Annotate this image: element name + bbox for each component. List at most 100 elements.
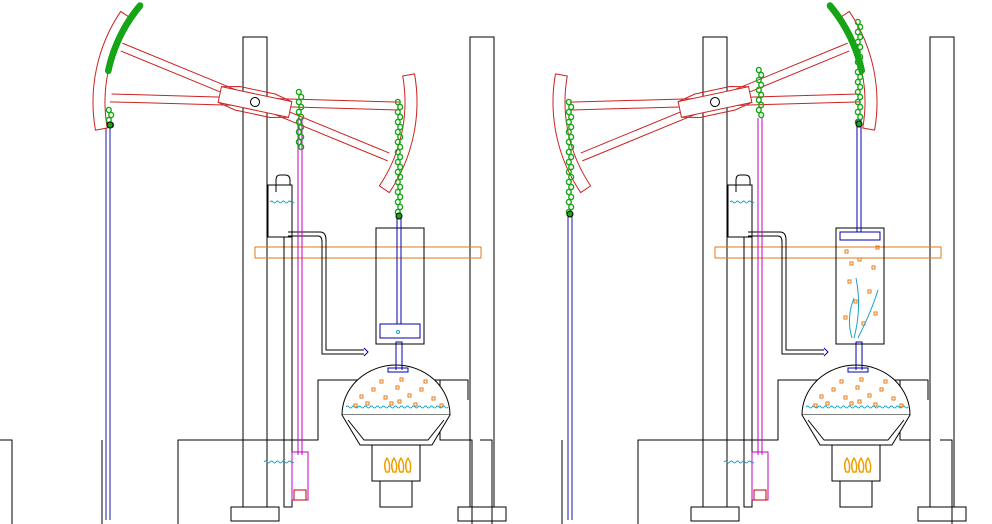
chain-link <box>857 93 864 101</box>
boiler-water <box>805 405 909 409</box>
left-arch-chain <box>105 2 144 75</box>
chain-link <box>755 106 762 114</box>
steam-particle <box>847 279 852 284</box>
chain-link <box>394 158 401 166</box>
flame <box>390 457 398 473</box>
piston-chain <box>394 98 404 216</box>
ember <box>855 385 860 390</box>
chain-link <box>397 193 404 201</box>
chain-link <box>568 193 575 201</box>
cylinder <box>835 120 885 345</box>
chain-link <box>565 158 572 166</box>
chain-end <box>395 212 403 220</box>
chain-link <box>394 128 401 136</box>
chain-link <box>854 68 861 76</box>
chain-link <box>568 123 575 131</box>
chain-link <box>394 108 401 116</box>
steam-valve <box>847 367 869 373</box>
chain-link <box>854 58 861 66</box>
chain-link <box>397 153 404 161</box>
boiler <box>341 364 451 508</box>
steam-particle <box>873 311 878 316</box>
flame <box>383 457 391 473</box>
steam-particle <box>843 315 848 320</box>
chain-link <box>755 66 762 74</box>
cistern-body <box>727 184 753 238</box>
ember <box>423 379 428 384</box>
chain-end <box>566 210 574 218</box>
ember <box>899 403 904 408</box>
chain-link <box>755 86 762 94</box>
chain-link <box>394 148 401 156</box>
boiler-housing-left <box>637 400 779 524</box>
ember <box>843 395 848 400</box>
steam-particle <box>849 261 854 266</box>
ember <box>383 395 388 400</box>
chain-link <box>136 2 144 9</box>
cistern-hook <box>275 174 291 192</box>
piston <box>839 231 881 241</box>
chain-link <box>565 98 572 106</box>
chain-link <box>854 98 861 106</box>
flame <box>843 457 851 473</box>
right-pillar-base <box>457 506 507 522</box>
chain-link <box>298 103 305 111</box>
chain-link <box>568 163 575 171</box>
chain-link <box>565 108 572 116</box>
boiler-housing-left <box>177 400 319 524</box>
steam-jet <box>848 277 879 339</box>
chain-link <box>565 118 572 126</box>
chain-link <box>755 76 762 84</box>
ash-pit <box>379 480 413 508</box>
fire <box>383 457 412 473</box>
chain-link <box>568 113 575 121</box>
cistern-water <box>269 200 295 204</box>
chain-link <box>397 183 404 191</box>
ember <box>419 387 424 392</box>
cistern-body <box>267 184 293 238</box>
cylinder-body <box>375 227 425 345</box>
chain-link <box>857 43 864 51</box>
chain-link <box>565 198 572 206</box>
steam-particle <box>867 289 872 294</box>
right-pillar-base <box>917 506 967 522</box>
chain-link <box>568 183 575 191</box>
boiler-bubbles <box>813 377 904 408</box>
steam-pipe <box>855 341 863 370</box>
ash-pit <box>839 480 873 508</box>
left-wall-edge <box>0 439 13 524</box>
chain-link <box>105 106 112 114</box>
piston <box>379 323 421 339</box>
beam-hub-edge <box>677 86 753 118</box>
right-pillar <box>929 36 955 508</box>
well-water <box>723 460 755 464</box>
injection-cistern <box>267 174 295 238</box>
injection-nozzle <box>823 347 829 357</box>
fire <box>843 457 872 473</box>
pump-column <box>283 236 293 508</box>
chain-link <box>565 178 572 186</box>
chain-link <box>394 188 401 196</box>
chain-link <box>568 153 575 161</box>
ember <box>395 385 400 390</box>
steam-valve <box>387 367 409 373</box>
chain-link <box>295 108 302 116</box>
chain-link <box>108 111 115 119</box>
chain-link <box>568 203 575 211</box>
ember <box>399 377 404 382</box>
beam-pivot-pin <box>250 97 260 107</box>
chain-link <box>298 93 305 101</box>
chain-link <box>295 88 302 96</box>
chain-link <box>854 28 861 36</box>
ember <box>879 387 884 392</box>
chain-link <box>565 188 572 196</box>
pump-column <box>743 236 753 508</box>
boiler-inner <box>347 419 445 441</box>
cross-beam <box>254 246 482 259</box>
steam-pipe <box>395 341 403 370</box>
flame <box>857 457 865 473</box>
chain-link <box>854 18 861 26</box>
pump-valve <box>753 489 767 501</box>
chain-link <box>854 78 861 86</box>
chain-link <box>397 163 404 171</box>
